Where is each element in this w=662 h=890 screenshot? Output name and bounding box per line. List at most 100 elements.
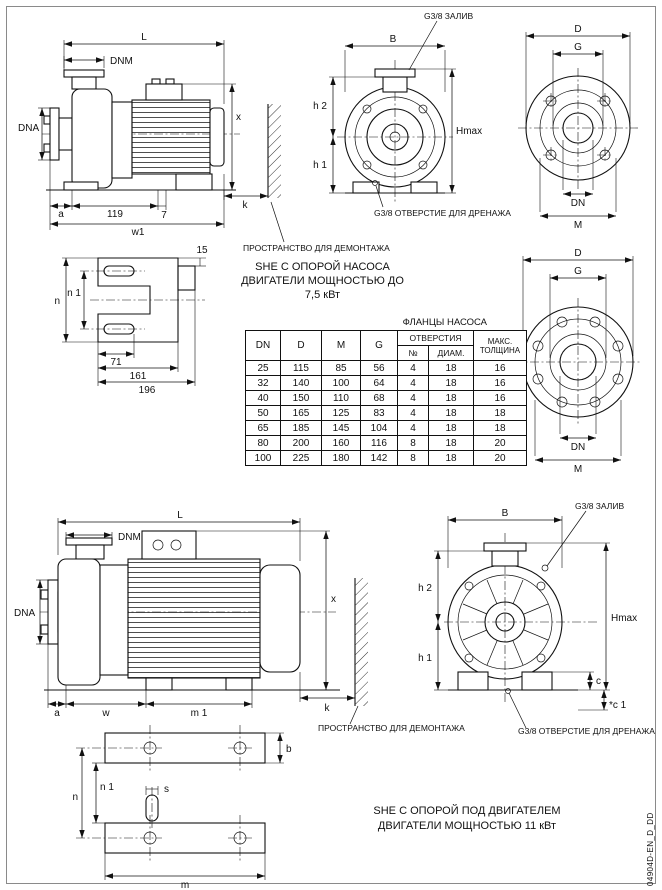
dim-k: k (325, 703, 331, 714)
dim-h2: h 2 (418, 583, 432, 594)
dim-L: L (141, 32, 147, 43)
title-line-3: 7,5 кВт (304, 289, 341, 301)
view-flange-4-holes: D G DN M (518, 24, 638, 231)
flange-table-cell: 185 (280, 420, 322, 436)
view-flange-8-holes: D G DN M (514, 248, 642, 475)
flange-table-cell: 18 (473, 420, 527, 436)
dim-DNA: DNA (18, 123, 39, 134)
flange-table-cell: 142 (360, 450, 398, 466)
flange-table-cell: 4 (397, 390, 429, 406)
col-header-g: G (360, 330, 398, 361)
flange-table-cell: 83 (360, 405, 398, 421)
flange-table-cell: 18 (428, 435, 474, 451)
dim-h1: h 1 (418, 653, 432, 664)
dim-h1: h 1 (313, 160, 327, 171)
dim-n1: n 1 (67, 288, 81, 299)
flange-table-cell: 140 (280, 375, 322, 391)
title-line-2: ДВИГАТЕЛИ МОЩНОСТЬЮ 11 кВт (377, 820, 557, 832)
flange-table-cell: 18 (428, 450, 474, 466)
flange-table-cell: 4 (397, 405, 429, 421)
view-big-pump-side: L DNM DNA x k a w m 1 (14, 510, 465, 890)
flange-table-cell: 115 (280, 360, 322, 376)
flange-table-cell: 4 (397, 375, 429, 391)
flange-table-cell: 64 (360, 375, 398, 391)
flange-table-cell: 160 (321, 435, 361, 451)
flange-table-cell: 68 (360, 390, 398, 406)
flange-table-title: ФЛАНЦЫ НАСОСА (402, 317, 487, 328)
dim-m1: m 1 (191, 708, 208, 719)
col-header-diam: ДИАМ. (428, 345, 474, 361)
flange-table-cell: 104 (360, 420, 398, 436)
dim-n1: n 1 (100, 782, 114, 793)
dismantling-note-top: ПРОСТРАНСТВО ДЛЯ ДЕМОНТАЖА (243, 243, 390, 253)
dim-Hmax: Hmax (611, 613, 637, 624)
flange-table-cell: 18 (428, 375, 474, 391)
flange-table-cell: 180 (321, 450, 361, 466)
flange-table-cell: 20 (473, 435, 527, 451)
flange-table-cell: 16 (473, 375, 527, 391)
dim-7: 7 (161, 210, 167, 221)
flange-table-cell: 56 (360, 360, 398, 376)
dim-L: L (177, 510, 183, 521)
flange-table-cell: 116 (360, 435, 398, 451)
dim-119: 119 (107, 209, 123, 220)
doc-code: 04904D-EN_D_DD (646, 812, 655, 886)
flange-table-cell: 125 (321, 405, 361, 421)
flange-table-cell: 65 (245, 420, 281, 436)
flange-table-cell: 18 (428, 360, 474, 376)
dim-s: s (164, 784, 169, 795)
dim-h2: h 2 (313, 101, 327, 112)
flange-table-cell: 20 (473, 450, 527, 466)
flange-table: DN D M G ОТВЕРСТИЯ МАКС. ТОЛЩИНА № ДИАМ.… (245, 330, 527, 466)
dim-DNM: DNM (110, 56, 133, 67)
view-support-bracket: 15 n n 1 71 161 196 (54, 245, 208, 396)
view-big-pump-front: B h 2 h 1 Hmax c *c 1 G3/8 ЗАЛИВ G3/8 ОТ… (418, 501, 655, 736)
dim-15: 15 (196, 245, 208, 256)
dim-c1: *c 1 (609, 700, 627, 711)
flange-table-cell: 32 (245, 375, 281, 391)
col-header-count: № (397, 345, 429, 361)
dim-n: n (72, 792, 78, 803)
flange-table-cell: 200 (280, 435, 322, 451)
flange-table-cell: 150 (280, 390, 322, 406)
dim-Hmax: Hmax (456, 126, 482, 137)
flange-table-cell: 225 (280, 450, 322, 466)
title-line-1: SHE С ОПОРОЙ ПОД ДВИГАТЕЛЕМ (373, 805, 561, 817)
col-header-max-thickness: МАКС. ТОЛЩИНА (473, 330, 527, 361)
flange-table-cell: 85 (321, 360, 361, 376)
view-small-pump-front: B h 2 h 1 Hmax G3/8 ЗАЛИВ G3/8 ОТВЕРСТИЕ… (313, 11, 511, 218)
flange-table-cell: 16 (473, 390, 527, 406)
dim-m: m (181, 880, 189, 890)
flange-table-cell: 25 (245, 360, 281, 376)
dim-c: c (596, 676, 601, 687)
fill-plug-label-top: G3/8 ЗАЛИВ (424, 11, 473, 21)
dim-B: B (390, 34, 397, 45)
col-header-d: D (280, 330, 322, 361)
dim-D: D (574, 24, 581, 35)
drain-plug-label-bottom: G3/8 ОТВЕРСТИЕ ДЛЯ ДРЕНАЖА (518, 726, 655, 736)
flange-table-cell: 18 (428, 390, 474, 406)
title-motor-support: SHE С ОПОРОЙ ПОД ДВИГАТЕЛЕМ ДВИГАТЕЛИ МО… (342, 804, 592, 834)
dim-a: a (54, 708, 60, 719)
dim-x: x (331, 594, 336, 605)
dim-k: k (243, 200, 249, 211)
dim-M: M (574, 220, 582, 231)
flange-table-cell: 8 (397, 450, 429, 466)
view-small-pump-side: L DNM DNA x k a 119 7 (18, 32, 390, 253)
dim-196: 196 (139, 385, 156, 396)
flange-table-cell: 4 (397, 360, 429, 376)
drain-plug-label-top: G3/8 ОТВЕРСТИЕ ДЛЯ ДРЕНАЖА (374, 208, 511, 218)
dismantling-note-bottom: ПРОСТРАНСТВО ДЛЯ ДЕМОНТАЖА (318, 723, 465, 733)
dim-G: G (574, 42, 582, 53)
dim-161: 161 (130, 371, 147, 382)
flange-table-cell: 8 (397, 435, 429, 451)
